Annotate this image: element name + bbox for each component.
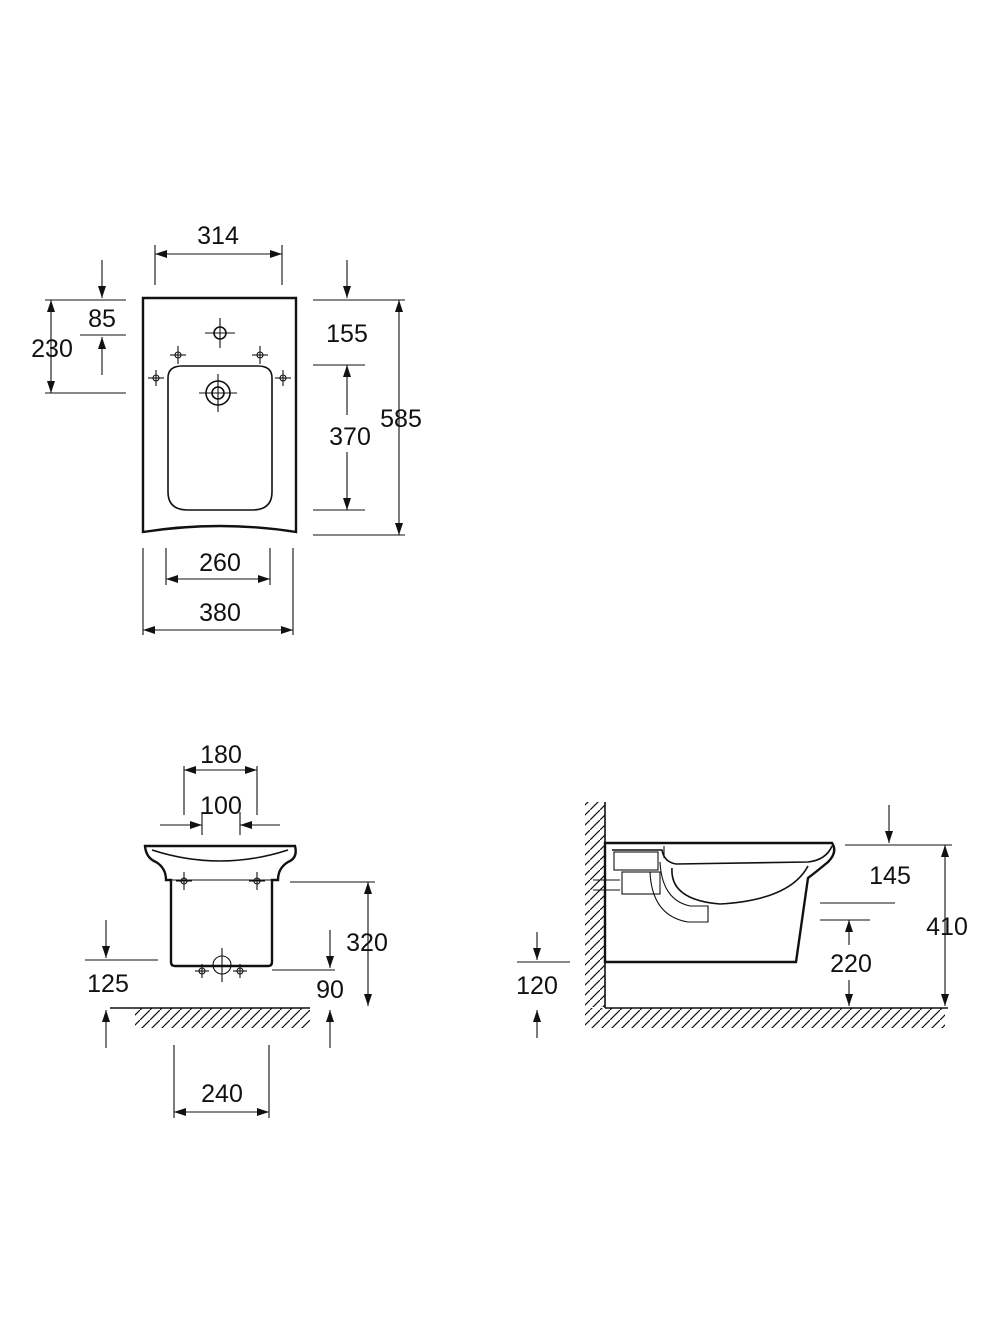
dimension-125: 125 [85, 920, 158, 1048]
dim-155-label: 155 [326, 320, 368, 348]
waste-pipe [593, 846, 709, 923]
dim-585-label: 585 [380, 405, 422, 433]
dim-90-label: 90 [316, 976, 344, 1004]
dim-180-label: 180 [200, 741, 242, 769]
tap-hole [205, 318, 235, 348]
dimension-320: 320 [290, 881, 388, 1006]
dim-370-label: 370 [329, 423, 371, 451]
dimension-240: 240 [173, 1045, 270, 1118]
dim-85-label: 85 [88, 305, 116, 333]
dim-380-label: 380 [199, 599, 241, 627]
dim-230-label: 230 [31, 335, 73, 363]
floor-hatch-side [585, 1008, 945, 1028]
dim-220-label: 220 [830, 950, 872, 978]
dimension-90: 90 [272, 930, 344, 1048]
dim-410-label: 410 [926, 913, 968, 941]
drain-hole [199, 374, 237, 412]
bidet-side-outline [603, 841, 836, 964]
wall-hatch [585, 802, 605, 1007]
dim-260-label: 260 [199, 549, 241, 577]
dimension-120: 120 [516, 932, 570, 1038]
fixing-holes [148, 346, 291, 386]
dim-314-label: 314 [197, 222, 239, 250]
dim-100-label: 100 [200, 792, 242, 820]
dimension-100: 100 [160, 792, 280, 835]
bidet-front-outline [143, 844, 297, 968]
top-view: 314 85 230 155 370 585 [31, 222, 422, 635]
dimension-314: 314 [154, 222, 283, 285]
dimension-85-230: 85 230 [31, 260, 126, 394]
front-view: 180 100 320 90 125 [85, 741, 388, 1118]
bowl-inner-outline [167, 365, 273, 511]
dim-240-label: 240 [201, 1080, 243, 1108]
side-view: 145 410 220 120 [516, 802, 968, 1038]
dimension-145-410: 145 410 [845, 805, 968, 1006]
floor-hatch-front [135, 1008, 310, 1028]
dim-125-label: 125 [87, 970, 129, 998]
dimension-260-380: 260 380 [142, 548, 294, 635]
dim-145-label: 145 [869, 862, 911, 890]
bidet-top-outline [141, 296, 298, 534]
dimension-220: 220 [820, 902, 895, 1006]
dimension-180: 180 [183, 741, 258, 815]
dimension-155-370-585: 155 370 585 [313, 260, 422, 536]
front-fixing-holes [176, 872, 265, 982]
dim-320-label: 320 [346, 929, 388, 957]
dim-120-label: 120 [516, 972, 558, 1000]
